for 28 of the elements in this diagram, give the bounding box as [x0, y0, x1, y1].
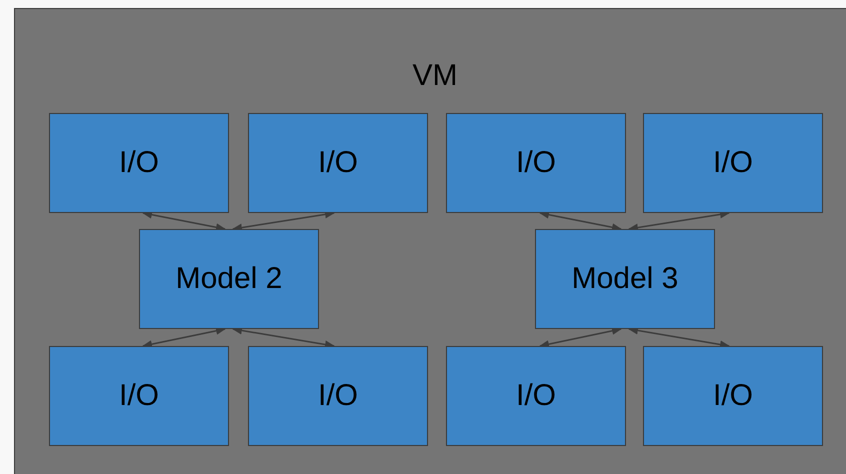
- process-box: [248, 113, 428, 213]
- vm-container: [14, 8, 846, 474]
- box-label: I/O: [516, 379, 556, 413]
- box-label: I/O: [712, 146, 753, 180]
- container-title: VM: [412, 59, 458, 93]
- double-arrow: [142, 326, 226, 348]
- process-box: [446, 346, 626, 446]
- process-box: [643, 113, 823, 213]
- process-box: [446, 113, 626, 213]
- box-label: I/O: [118, 146, 159, 180]
- box-label: Model 3: [572, 262, 678, 296]
- box-label: I/O: [318, 379, 358, 413]
- double-arrow: [539, 326, 622, 348]
- box-label: I/O: [516, 146, 556, 180]
- double-arrow: [232, 326, 335, 348]
- box-label: I/O: [318, 146, 358, 180]
- process-box: [49, 113, 229, 213]
- process-box: [248, 346, 428, 446]
- box-label: I/O: [118, 379, 159, 413]
- box-label: Model 2: [176, 262, 282, 296]
- process-box: [643, 346, 823, 446]
- process-box: [139, 229, 319, 329]
- double-arrow: [628, 326, 730, 348]
- double-arrow: [142, 210, 226, 232]
- process-box: [49, 346, 229, 446]
- double-arrow: [539, 210, 622, 232]
- box-label: I/O: [712, 379, 753, 413]
- process-box: [535, 229, 715, 329]
